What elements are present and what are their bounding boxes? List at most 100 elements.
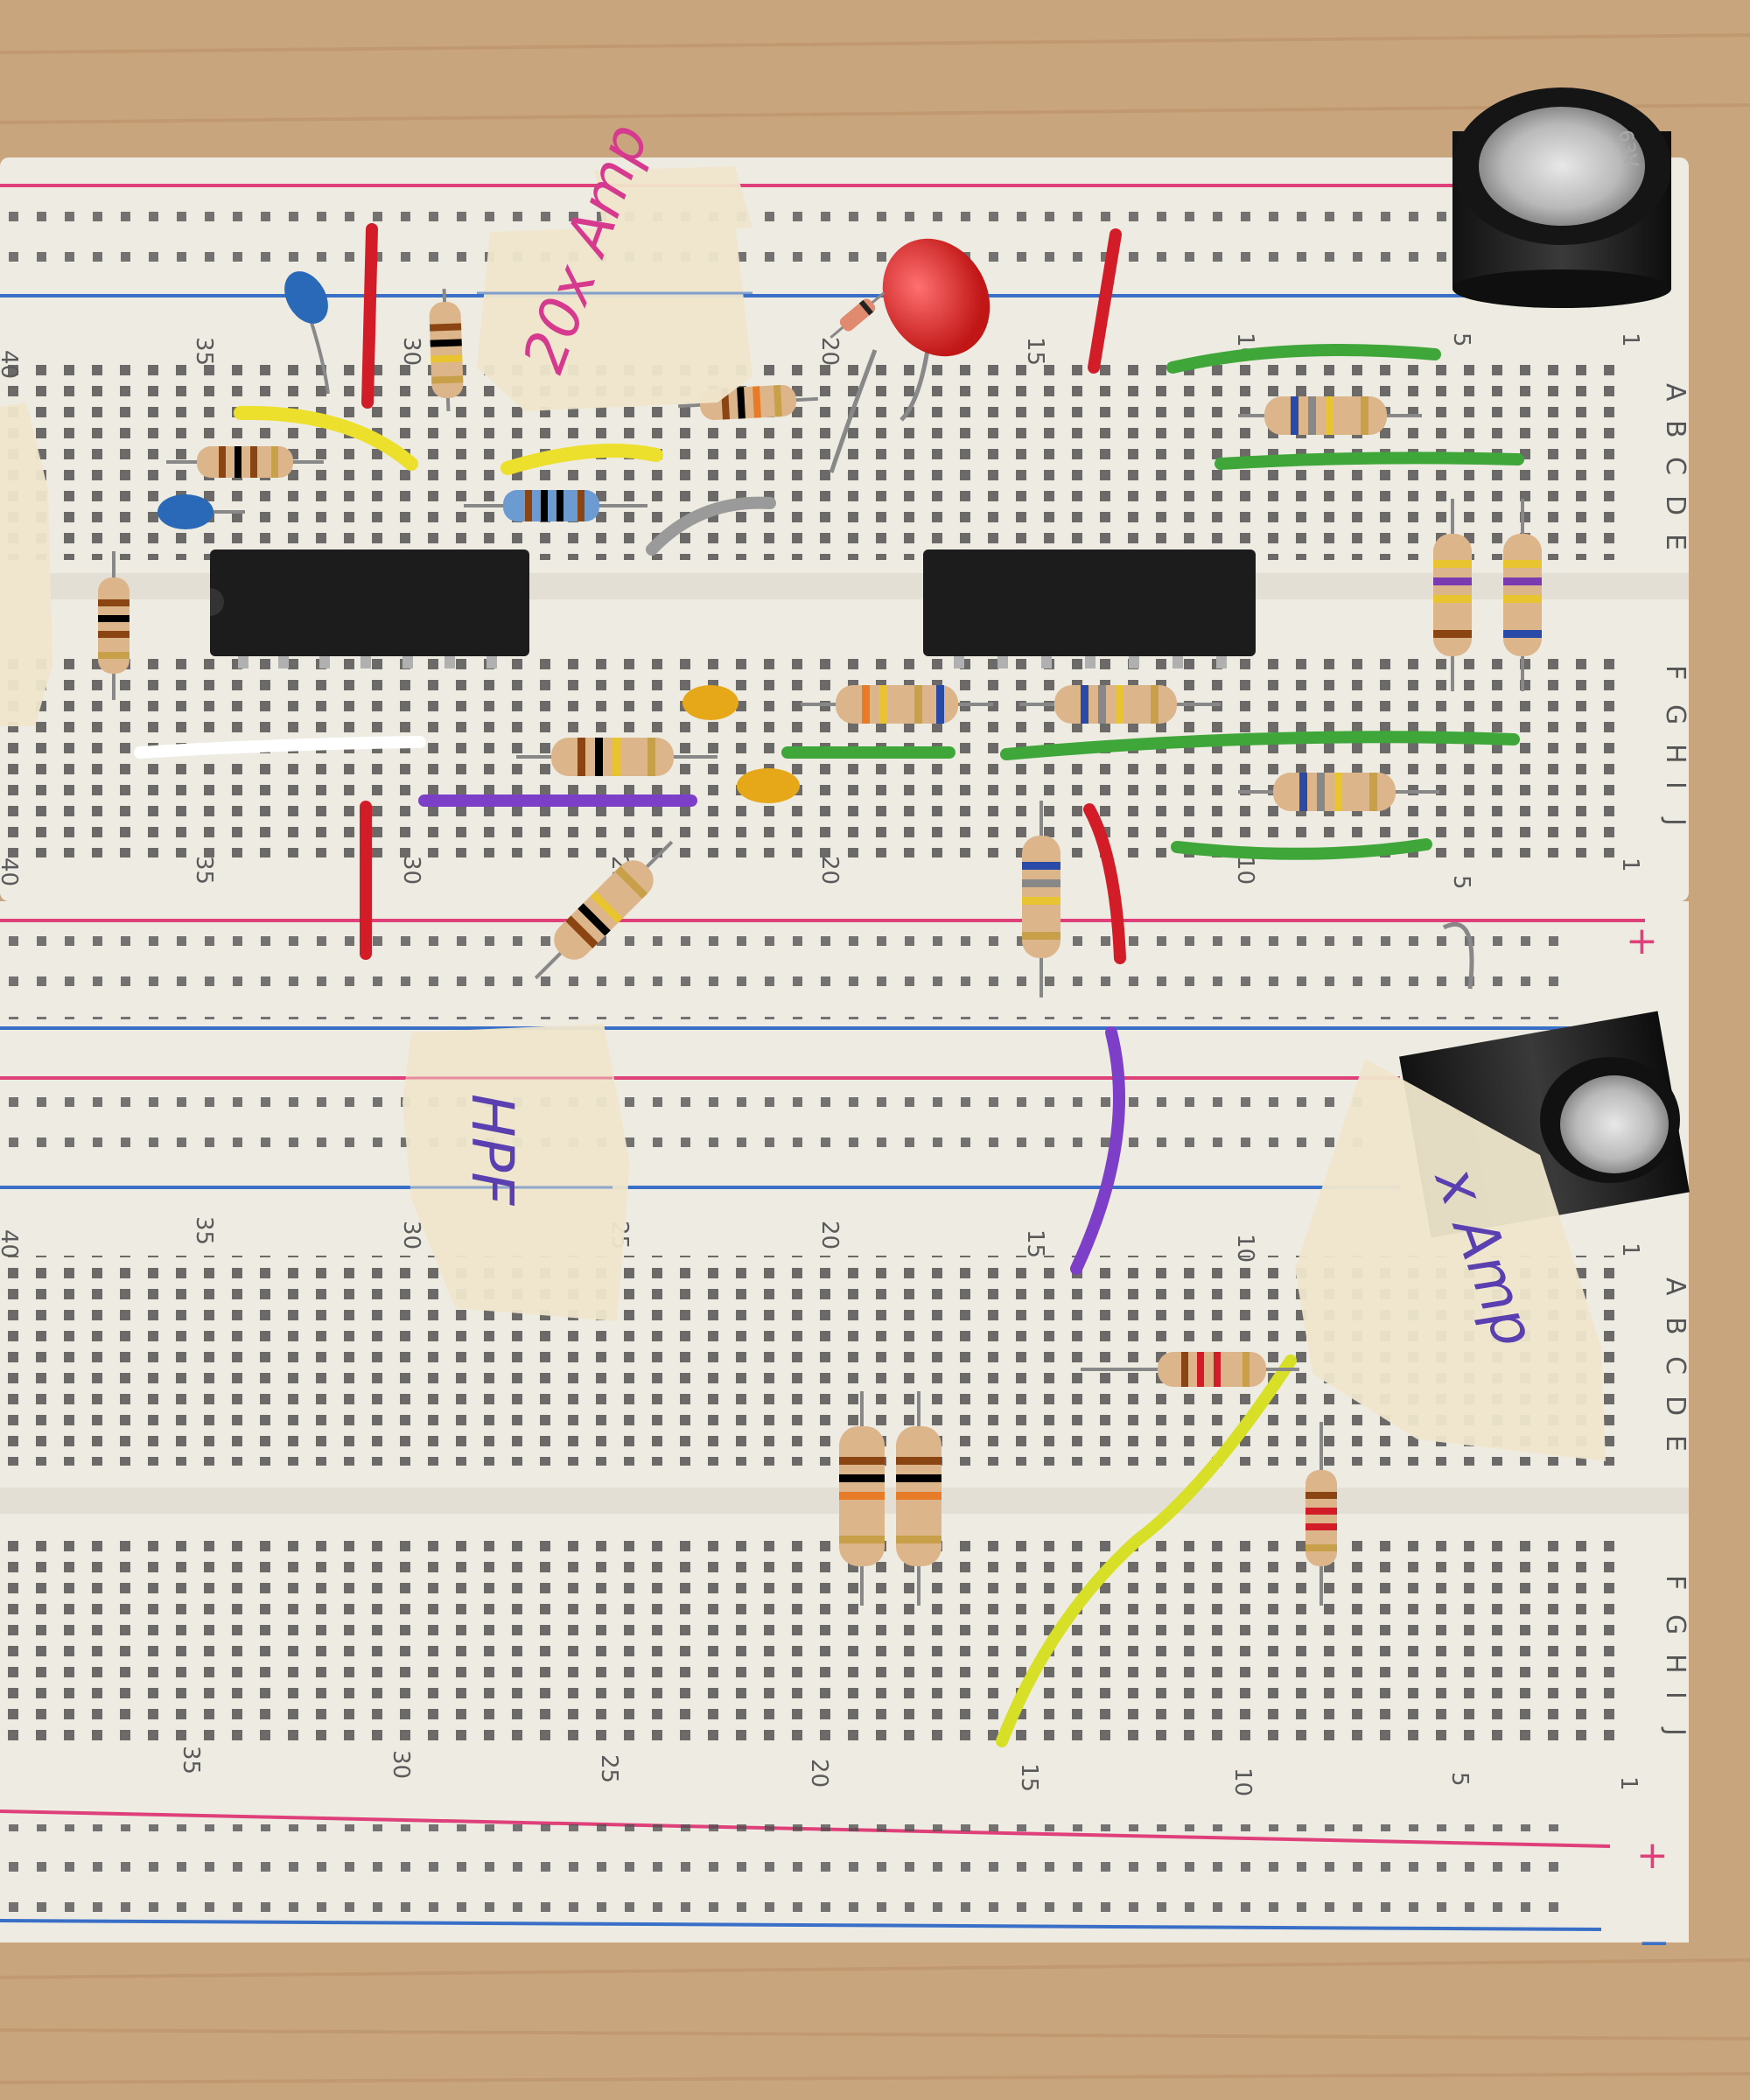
row-letter: D <box>1660 495 1690 515</box>
green-wire <box>1000 731 1520 760</box>
tape-label-hpf: HPF <box>402 1024 630 1321</box>
row-letter: D <box>1660 1396 1690 1416</box>
column-number: 5 <box>1448 332 1474 347</box>
tape-label-x-amp: x Amp <box>1295 1059 1606 1461</box>
resistor <box>1433 499 1472 691</box>
column-number: 15 <box>1016 1763 1042 1792</box>
ic-chip-right <box>923 550 1256 668</box>
row-letter: C <box>1660 1356 1690 1375</box>
column-number: 35 <box>178 1746 204 1774</box>
row-letter: F <box>1660 665 1690 680</box>
row-letter: J <box>1660 1726 1690 1736</box>
resistor <box>464 490 648 522</box>
red-wire <box>361 223 378 409</box>
column-number: 5 <box>1448 875 1474 890</box>
red-wire <box>1083 803 1126 964</box>
row-letter: E <box>1660 1435 1690 1452</box>
breadboard-1: A B C D E F G H I J 40 35 30 20 15 10 5 … <box>0 158 1690 901</box>
row-letter: B <box>1660 1317 1690 1335</box>
yellow-wire <box>996 1354 1297 1747</box>
column-number: 20 <box>806 1759 832 1788</box>
row-letters-lower-1: F G H I J <box>1660 665 1690 826</box>
white-wire <box>134 736 426 759</box>
resistor <box>534 840 674 980</box>
tape-text: HPF <box>458 1094 526 1206</box>
column-number: 35 <box>191 337 217 366</box>
column-number: 30 <box>398 856 424 885</box>
diode <box>830 291 886 339</box>
resistor <box>1503 499 1542 691</box>
column-number: 35 <box>191 1216 217 1245</box>
row-letter: G <box>1660 1614 1690 1634</box>
green-wire <box>1171 838 1432 860</box>
green-wire <box>1166 344 1441 374</box>
column-numbers-bottom-2: 35 30 25 20 15 10 5 1 <box>178 1746 1642 1796</box>
row-letter: A <box>1660 383 1690 402</box>
ceramic-capacitors <box>158 271 800 803</box>
tape-label-left-edge <box>0 402 52 726</box>
row-letters-lower-2: F G H I J <box>1660 1575 1690 1736</box>
column-number: 20 <box>816 1221 843 1250</box>
row-letter: B <box>1660 420 1690 438</box>
yellow-wire <box>234 405 418 471</box>
column-number: 15 <box>1022 337 1048 366</box>
column-number: 1 <box>1615 1776 1642 1791</box>
row-letter: E <box>1660 534 1690 550</box>
column-numbers-top-1: 40 35 30 20 15 10 5 1 <box>0 332 1643 379</box>
red-led <box>829 238 990 473</box>
jumper-wires-board-1 <box>134 223 1524 964</box>
power-rail-top-1 <box>0 184 1645 298</box>
row-letters-upper-1: A B C D E <box>1660 383 1690 550</box>
row-letter: H <box>1660 744 1690 764</box>
resistor <box>1238 773 1439 811</box>
row-letter: J <box>1660 816 1690 826</box>
column-number: 10 <box>1232 856 1258 885</box>
column-number: 25 <box>596 1754 622 1783</box>
column-number: 20 <box>816 856 843 885</box>
electrolytic-capacitor-top: 63V <box>1452 88 1671 308</box>
column-number: 1 <box>1617 332 1643 347</box>
jumper-wires-board-2 <box>996 1026 1297 1747</box>
row-letter: I <box>1660 781 1690 789</box>
purple-wire <box>1070 1026 1125 1275</box>
column-number: 30 <box>398 1221 424 1250</box>
resistor <box>516 738 718 776</box>
row-letter: A <box>1660 1278 1690 1296</box>
resistor <box>1238 396 1422 435</box>
row-letter: H <box>1660 1654 1690 1674</box>
column-number: 1 <box>1617 1242 1643 1257</box>
ic-chip-left <box>210 550 529 668</box>
yellow-wire <box>500 444 663 475</box>
column-number: 15 <box>1022 1229 1048 1258</box>
resistor <box>429 288 464 412</box>
row-letter: I <box>1660 1691 1690 1699</box>
column-number: 5 <box>1446 1772 1473 1787</box>
column-number: 40 <box>0 350 22 379</box>
resistor <box>98 551 130 700</box>
power-rail-bottom: + − <box>0 1802 1689 1965</box>
resistor <box>896 1391 942 1606</box>
tape-label-20x-amp: 20x Amp <box>477 116 752 411</box>
resistor <box>1019 685 1221 724</box>
column-number: 1 <box>1617 858 1643 872</box>
gray-wire <box>646 496 776 556</box>
column-number: 20 <box>816 337 843 366</box>
resistor <box>1022 801 1060 998</box>
power-rail-middle-1: + − <box>0 901 1689 1051</box>
column-number: 10 <box>1232 1234 1258 1263</box>
row-letter: F <box>1660 1575 1690 1590</box>
green-wire <box>1214 452 1524 470</box>
resistor <box>1081 1352 1299 1387</box>
plus-mark: + <box>1626 919 1658 963</box>
column-number: 10 <box>1229 1768 1256 1796</box>
column-number: 30 <box>398 337 424 366</box>
minus-mark: − <box>1638 1921 1670 1965</box>
plus-mark: + <box>1636 1833 1669 1878</box>
resistor <box>166 446 324 478</box>
row-letter: G <box>1660 704 1690 724</box>
resistor <box>839 1391 885 1606</box>
resistors <box>98 288 1542 1606</box>
row-letter: C <box>1660 457 1690 475</box>
row-letters-upper-2: A B C D E <box>1660 1278 1690 1452</box>
